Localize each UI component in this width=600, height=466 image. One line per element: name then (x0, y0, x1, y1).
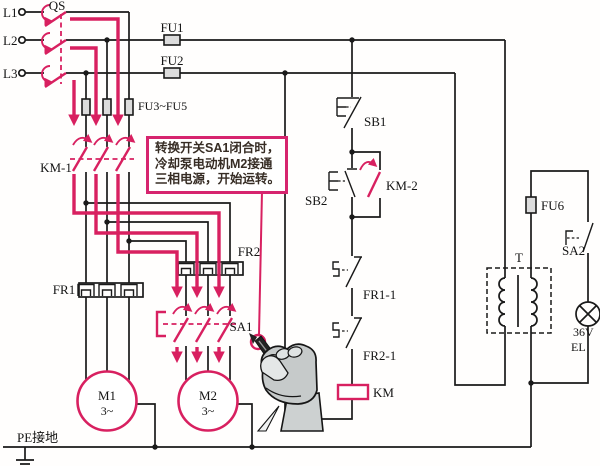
terminal-l1 (17, 7, 27, 17)
fuse-fu3 (81, 98, 91, 116)
secondary-coil-icon (530, 277, 538, 327)
hand-with-pen-illustration (249, 333, 324, 432)
fuse-fu1 (163, 34, 181, 46)
pushbutton-sb2 (328, 168, 357, 198)
contact-fr2-1 (332, 317, 362, 349)
disconnect-switch-qs (41, 4, 67, 88)
terminal-l3 (17, 68, 27, 78)
contactor-coil-km (336, 383, 370, 401)
label-t: T (515, 250, 523, 265)
lamp-el-icon (575, 301, 600, 327)
pushbutton-sb1 (336, 96, 362, 129)
label-km: KM (373, 385, 394, 400)
motor-m2 (177, 370, 239, 432)
label-sb1: SB1 (364, 114, 386, 129)
label-km1: KM-1 (40, 160, 72, 175)
label-fr1-1: FR1-1 (363, 287, 396, 302)
label-l3: L3 (3, 66, 17, 81)
transformer-t (486, 267, 552, 334)
label-fr2-1: FR2-1 (363, 348, 396, 363)
label-m2-phase: 3~ (202, 404, 215, 418)
thermal-relay-fr1 (77, 282, 144, 298)
control-circuit-wires (284, 40, 381, 420)
contactor-km1-main-contacts (70, 134, 136, 172)
label-qs: QS (49, 0, 66, 13)
label-el: EL (571, 340, 586, 354)
label-m1-phase: 3~ (101, 404, 114, 418)
primary-coil-icon (498, 277, 506, 327)
motor-m1 (76, 370, 138, 432)
label-sa1: SA1 (229, 319, 252, 334)
label-fr1: FR1 (53, 282, 75, 297)
contact-km2-aux (359, 157, 382, 198)
label-fu1: FU1 (160, 20, 183, 35)
sa1-handle-icon (155, 310, 166, 338)
label-km2: KM-2 (386, 178, 418, 193)
label-m2: M2 (199, 388, 217, 403)
fuse-fu2 (163, 67, 181, 79)
label-fu3-fu5: FU3~FU5 (138, 99, 187, 113)
lighting-circuit-wires (454, 40, 589, 447)
label-fu2: FU2 (160, 53, 183, 68)
label-sb2: SB2 (305, 193, 327, 208)
fuse-fu5 (124, 98, 134, 116)
changeover-switch-sa1 (155, 303, 238, 343)
callout-leader-line (258, 190, 263, 336)
contact-fr1-1 (332, 256, 362, 288)
label-m1: M1 (98, 388, 116, 403)
supply-row-wires (17, 7, 505, 78)
terminal-l2 (17, 35, 27, 45)
ground-symbol-icon (16, 447, 34, 465)
current-flow-arrows (68, 17, 225, 364)
pen-tip-icon (249, 333, 257, 344)
callout-line-3: 三相电源，开始运转。 (155, 172, 281, 186)
label-36v: 36V (573, 325, 594, 339)
label-l2: L2 (3, 33, 17, 48)
label-fu6: FU6 (541, 198, 565, 213)
sleeve (256, 405, 280, 432)
label-l1: L1 (3, 5, 17, 20)
fuse-fu6 (525, 196, 537, 214)
callout-line-2: 冷却泵电动机M2接通 (155, 156, 273, 171)
label-pe-ground: PE接地 (17, 430, 58, 445)
phase-vertical-wires (85, 12, 130, 380)
callout-box: 转换开关SA1闭合时， 冷却泵电动机M2接通 三相电源，开始运转。 (146, 136, 288, 194)
label-sa2: SA2 (562, 243, 585, 258)
fuse-fu4 (102, 98, 112, 116)
pe-ground-wires (3, 403, 531, 465)
thermal-relay-fr2 (177, 261, 244, 276)
thumb (260, 355, 289, 381)
switch-sa2 (565, 222, 594, 253)
callout-line-1: 转换开关SA1闭合时， (155, 141, 280, 155)
junction-dots (83, 37, 534, 450)
label-fr2: FR2 (238, 244, 260, 259)
